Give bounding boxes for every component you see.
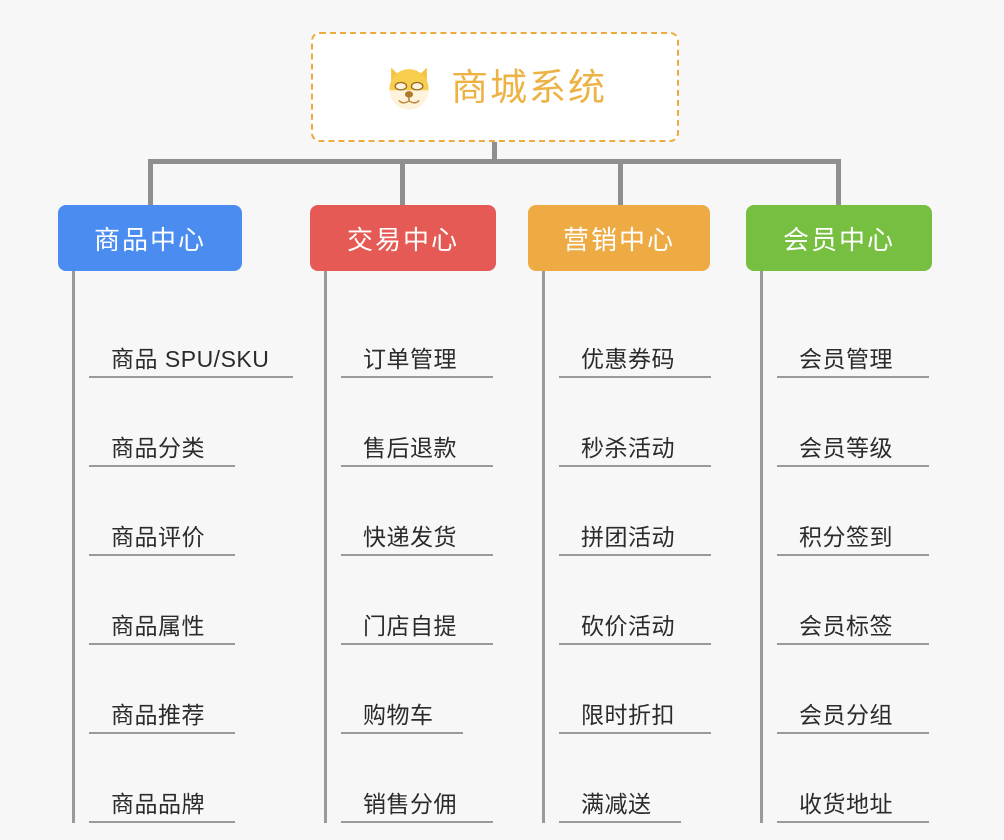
connector-drop-3 bbox=[618, 159, 623, 207]
branch-column-3: 营销中心 优惠券码 秒杀活动 拼团活动 砍价活动 限时折扣 满减送 bbox=[528, 205, 711, 823]
leaf-label: 订单管理 bbox=[363, 345, 457, 372]
list-item[interactable]: 商品属性 bbox=[89, 556, 235, 645]
category-header-3[interactable]: 营销中心 bbox=[528, 205, 710, 271]
leaf-label: 商品 SPU/SKU bbox=[111, 345, 270, 372]
list-item[interactable]: 优惠券码 bbox=[559, 289, 711, 378]
list-item[interactable]: 限时折扣 bbox=[559, 645, 711, 734]
dog-face-icon bbox=[389, 67, 429, 110]
list-item[interactable]: 拼团活动 bbox=[559, 467, 711, 556]
leaf-label: 门店自提 bbox=[363, 612, 457, 639]
leaf-label: 积分签到 bbox=[799, 523, 893, 550]
category-header-1[interactable]: 商品中心 bbox=[58, 205, 242, 271]
leaf-label: 商品属性 bbox=[111, 612, 205, 639]
connector-drop-1 bbox=[148, 159, 153, 207]
branch-column-4: 会员中心 会员管理 会员等级 积分签到 会员标签 会员分组 收货地址 bbox=[746, 205, 932, 823]
leaf-label: 商品品牌 bbox=[111, 790, 205, 817]
leaf-label: 秒杀活动 bbox=[581, 434, 675, 461]
branch-column-1: 商品中心 商品 SPU/SKU 商品分类 商品评价 商品属性 商品推荐 商品品牌 bbox=[58, 205, 293, 823]
category-header-2[interactable]: 交易中心 bbox=[310, 205, 496, 271]
leaf-label: 满减送 bbox=[581, 790, 652, 817]
list-item[interactable]: 销售分佣 bbox=[341, 734, 493, 823]
leaf-label: 会员等级 bbox=[799, 434, 893, 461]
list-item[interactable]: 会员标签 bbox=[777, 556, 929, 645]
list-item[interactable]: 会员等级 bbox=[777, 378, 929, 467]
connector-drop-4 bbox=[836, 159, 841, 207]
leaf-label: 快递发货 bbox=[363, 523, 457, 550]
leaf-label: 砍价活动 bbox=[581, 612, 675, 639]
leaf-label: 拼团活动 bbox=[581, 523, 675, 550]
connector-root-stem bbox=[492, 142, 497, 162]
leaf-label: 优惠券码 bbox=[581, 345, 675, 372]
list-item[interactable]: 门店自提 bbox=[341, 556, 493, 645]
list-item[interactable]: 积分签到 bbox=[777, 467, 929, 556]
leaf-label: 限时折扣 bbox=[581, 701, 675, 728]
leaf-label: 商品分类 bbox=[111, 434, 205, 461]
leaf-list-3: 优惠券码 秒杀活动 拼团活动 砍价活动 限时折扣 满减送 bbox=[542, 271, 711, 823]
leaf-list-4: 会员管理 会员等级 积分签到 会员标签 会员分组 收货地址 bbox=[760, 271, 932, 823]
leaf-list-2: 订单管理 售后退款 快递发货 门店自提 购物车 销售分佣 bbox=[324, 271, 496, 823]
list-item[interactable]: 砍价活动 bbox=[559, 556, 711, 645]
list-item[interactable]: 会员分组 bbox=[777, 645, 929, 734]
leaf-label: 商品推荐 bbox=[111, 701, 205, 728]
leaf-label: 收货地址 bbox=[799, 790, 893, 817]
list-item[interactable]: 商品分类 bbox=[89, 378, 235, 467]
leaf-label: 销售分佣 bbox=[363, 790, 457, 817]
leaf-label: 会员管理 bbox=[799, 345, 893, 372]
leaf-label: 购物车 bbox=[363, 701, 434, 728]
connector-horizontal-bus bbox=[148, 159, 839, 164]
list-item[interactable]: 商品 SPU/SKU bbox=[89, 289, 293, 378]
root-node[interactable]: 商城系统 bbox=[311, 32, 679, 142]
leaf-label: 商品评价 bbox=[111, 523, 205, 550]
root-title: 商城系统 bbox=[451, 66, 607, 108]
list-item[interactable]: 满减送 bbox=[559, 734, 681, 823]
list-item[interactable]: 会员管理 bbox=[777, 289, 929, 378]
leaf-label: 售后退款 bbox=[363, 434, 457, 461]
list-item[interactable]: 快递发货 bbox=[341, 467, 493, 556]
list-item[interactable]: 订单管理 bbox=[341, 289, 493, 378]
list-item[interactable]: 售后退款 bbox=[341, 378, 493, 467]
branch-column-2: 交易中心 订单管理 售后退款 快递发货 门店自提 购物车 销售分佣 bbox=[310, 205, 496, 823]
leaf-label: 会员分组 bbox=[799, 701, 893, 728]
connector-drop-2 bbox=[400, 159, 405, 207]
list-item[interactable]: 商品品牌 bbox=[89, 734, 235, 823]
list-item[interactable]: 秒杀活动 bbox=[559, 378, 711, 467]
list-item[interactable]: 商品评价 bbox=[89, 467, 235, 556]
leaf-list-1: 商品 SPU/SKU 商品分类 商品评价 商品属性 商品推荐 商品品牌 bbox=[72, 271, 293, 823]
list-item[interactable]: 收货地址 bbox=[777, 734, 929, 823]
leaf-label: 会员标签 bbox=[799, 612, 893, 639]
list-item[interactable]: 商品推荐 bbox=[89, 645, 235, 734]
list-item[interactable]: 购物车 bbox=[341, 645, 463, 734]
category-header-4[interactable]: 会员中心 bbox=[746, 205, 932, 271]
